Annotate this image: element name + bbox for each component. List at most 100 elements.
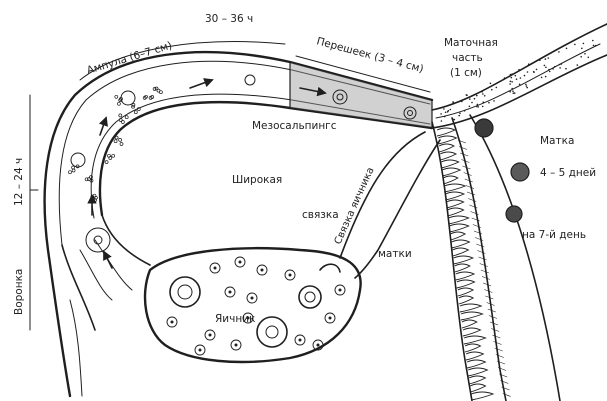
wall-hatch-stroke (466, 191, 476, 196)
tube-stipple-dot (476, 94, 478, 97)
tube-stipple-dot (509, 83, 511, 85)
tube-stipple-dot (459, 112, 461, 115)
uterus-embryos (474, 118, 530, 223)
tube-upper-edge (431, 23, 607, 111)
ovary-small-follicle-core (234, 343, 238, 347)
tube-stipple-dot (511, 81, 513, 83)
ligaments (339, 131, 441, 279)
tube-stipple-dot (518, 83, 521, 86)
fimbria-3 (79, 249, 113, 301)
ovary-corpus (319, 263, 341, 273)
wall-hatch-stroke (496, 360, 506, 365)
wall-hatch-stroke (468, 198, 477, 202)
wall-hatch-stroke (493, 341, 502, 345)
ovarian-ligament-upper (339, 131, 426, 259)
ovary (143, 246, 362, 364)
endometrium-fold (465, 351, 485, 361)
label-uterine-part-1: Маточная (444, 37, 498, 49)
wall-hatch-stroke (485, 295, 494, 300)
uterus-mid-edge (451, 117, 507, 401)
tube-stipple-dot (584, 53, 586, 55)
tube-stipple-dot (518, 68, 520, 71)
endometrium-fold (452, 247, 470, 257)
dimension-braces (29, 41, 431, 331)
tube-stipple-dot (503, 77, 506, 79)
wall-hatch-stroke (457, 139, 466, 144)
tube-stipple-dot (533, 71, 535, 73)
ovary-small-follicle (294, 334, 306, 346)
oviduct-contour (43, 50, 434, 398)
ovary-small-follicle (284, 269, 296, 281)
tube-stipple-dot (458, 114, 461, 117)
tube-stipple-dot (523, 74, 526, 77)
path-cell (118, 138, 122, 142)
tube-stipple-dot (465, 94, 468, 96)
arrow-5 (299, 86, 327, 97)
endometrium-fold (451, 239, 471, 249)
tube-stipple-dot (535, 68, 538, 71)
path-cell (114, 94, 119, 99)
wall-hatch-stroke (470, 211, 479, 215)
endometrium-fringe (436, 127, 495, 401)
wall-hatch-stroke (465, 185, 475, 189)
ovarian-ligament-lower (354, 139, 441, 279)
isthmus-embryo-2-core (407, 110, 413, 116)
wall-hatch-stroke (461, 159, 470, 163)
label-isthmus: Перешеек (3 – 4 см) (315, 35, 425, 75)
wall-hatch-stroke (460, 152, 469, 157)
ovary-small-follicle-core (260, 268, 264, 272)
tube-stipple-dot (527, 63, 530, 65)
arrow-1 (103, 250, 113, 269)
wall-hatch-stroke (464, 178, 473, 183)
wall-hatch-stroke (488, 315, 497, 319)
path-cell (142, 96, 147, 100)
tube-stipple-dot (463, 110, 466, 112)
arrow-3 (98, 116, 108, 136)
endometrium-fold (442, 167, 462, 177)
isthmus-segment (289, 61, 433, 129)
wall-hatch-stroke (478, 256, 487, 261)
wall-hatch-stroke (472, 224, 481, 228)
uterus-wall-hatching (457, 139, 511, 397)
oviduct-lumen-inner (90, 93, 431, 219)
tube-stipple-dot (547, 57, 550, 59)
tube-stipple-dot (548, 70, 551, 73)
tube-stipple-dot (539, 59, 541, 61)
path-cell (119, 142, 124, 146)
ovary-small-follicle (204, 329, 216, 341)
endometrium-fold (454, 263, 471, 273)
isthmus-embryo-1 (332, 89, 348, 105)
tube-stipple-dot (476, 103, 479, 106)
label-time-30-36: 30 – 36 ч (205, 13, 253, 25)
embryo-uterus-1 (474, 118, 494, 138)
wall-hatch-stroke (486, 302, 495, 306)
wall-hatch-stroke (458, 146, 468, 150)
oocyte-core (93, 235, 103, 245)
tube-stipple-dot (587, 56, 590, 59)
wall-hatch-stroke (469, 204, 478, 209)
endometrium-fold (444, 183, 467, 193)
path-cell (121, 120, 125, 124)
tube-stipple-dot (509, 90, 512, 93)
path-cell (111, 153, 116, 158)
tube-outer-segment (431, 23, 607, 129)
tube-stipple-dot (493, 100, 495, 102)
wall-hatch-stroke (500, 380, 509, 384)
fimbria-5 (69, 299, 83, 397)
tube-stipple-dot (510, 76, 513, 79)
endometrium-fold (459, 303, 483, 313)
tube-stipple-dot (488, 101, 490, 104)
tube-stipple-dot (449, 108, 452, 111)
path-cell (159, 90, 163, 95)
endometrium-fold (464, 343, 482, 353)
endometrium-fold (457, 287, 475, 297)
tube-stipple-dot (477, 106, 480, 108)
tube-stipple-dot (511, 87, 513, 90)
label-ovary: Яичник (215, 313, 255, 325)
tube-stipple-dot (451, 117, 454, 120)
tube-stipple-dot (543, 64, 546, 67)
ovary-small-follicle-core (246, 316, 250, 320)
wall-hatch-stroke (463, 172, 472, 176)
path-cell (131, 104, 135, 109)
